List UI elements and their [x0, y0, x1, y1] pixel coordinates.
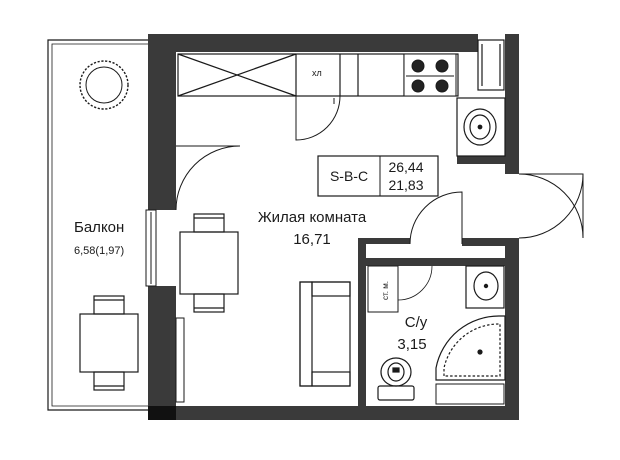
living-room-name: Жилая комната	[258, 209, 367, 226]
shower-icon	[435, 315, 506, 381]
balcony-outline	[47, 39, 148, 411]
riser-door-swing	[397, 265, 433, 301]
bathroom-area: 3,15	[397, 336, 426, 353]
balcony-door-swing	[175, 145, 241, 211]
riser-box: ст. м.	[367, 265, 399, 313]
bathroom-name: С/у	[405, 314, 428, 331]
area-living: 21,83	[388, 177, 423, 193]
balcony-table-set	[79, 295, 139, 391]
fridge-icon	[295, 95, 341, 141]
living-room-area: 16,71	[293, 231, 331, 248]
entrance-door-leaf	[518, 173, 584, 239]
riser-label: ст. м.	[381, 281, 390, 300]
balcony: Балкон 6,58(1,97)	[47, 39, 148, 411]
kitchen-counter-icon	[177, 53, 459, 97]
bed-icon	[299, 281, 351, 387]
balcony-inner-rail	[51, 43, 148, 407]
stove-icon	[403, 53, 457, 97]
plan-code: S-B-C	[330, 168, 368, 184]
fridge-label: хл	[312, 68, 322, 78]
walls	[148, 34, 519, 420]
dining-set	[179, 213, 239, 313]
plant-icon	[79, 60, 129, 110]
plan-code-box: S-B-C 26,44 21,83	[317, 155, 439, 197]
entrance-door-swing	[518, 173, 584, 239]
toilet-icon	[377, 357, 415, 401]
washbasin-icon	[456, 97, 506, 157]
balcony-name: Балкон	[74, 219, 124, 236]
balcony-area: 6,58(1,97)	[74, 245, 124, 257]
window-icon	[148, 406, 176, 420]
balcony-door-frame	[145, 209, 185, 403]
area-total: 26,44	[388, 159, 423, 175]
vent-shaft	[477, 39, 505, 91]
shower-tray	[435, 383, 505, 405]
bathroom-washbasin-icon	[465, 265, 505, 309]
bathroom-door-swing	[409, 191, 463, 245]
